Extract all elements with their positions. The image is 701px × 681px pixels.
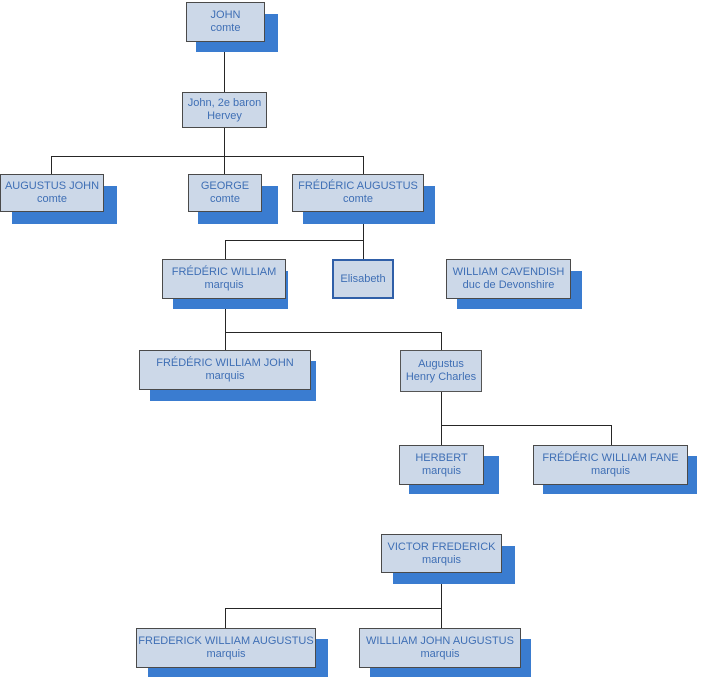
- connector-to-augustus-hc: [441, 332, 442, 350]
- connector-to-frederic-augustus: [363, 156, 364, 174]
- connector-to-herbert: [441, 425, 442, 445]
- node-elisabeth[interactable]: Elisabeth: [332, 259, 394, 299]
- node-frederic-william[interactable]: FRÉDÉRIC WILLIAM marquis: [162, 259, 286, 299]
- node-elisabeth-name: Elisabeth: [340, 272, 386, 285]
- node-frederic-augustus-title: comte: [343, 193, 373, 205]
- node-herbert[interactable]: HERBERT marquis: [399, 445, 484, 485]
- node-john-title: comte: [210, 22, 241, 34]
- connector-gen4-bar: [225, 332, 441, 333]
- node-frederic-william-fane-title: marquis: [590, 465, 631, 477]
- node-frederic-augustus-name: FRÉDÉRIC AUGUSTUS: [298, 180, 418, 193]
- connector-augustus-hc-down: [441, 392, 442, 425]
- node-victor-frederick-name: VICTOR FREDERICK: [387, 540, 496, 553]
- node-frederic-william-title: marquis: [204, 279, 244, 291]
- node-frederick-william-augustus-title: marquis: [206, 648, 246, 660]
- connector-john2e-down: [224, 128, 225, 156]
- connector-to-wja: [441, 608, 442, 628]
- connector-gen2-bar: [51, 156, 364, 157]
- node-william-cavendish-title: duc de Devonshire: [462, 279, 555, 291]
- connector-to-elisabeth: [363, 240, 364, 259]
- node-george-title: comte: [210, 193, 240, 205]
- node-augustus-henry-charles-title: Henry Charles: [405, 371, 477, 383]
- connector-to-fwa: [225, 608, 226, 628]
- node-frederick-william-augustus-name: FREDERICK WILLIAM AUGUSTUS: [138, 635, 314, 648]
- node-frederic-william-john-title: marquis: [205, 370, 245, 382]
- connector-to-fwj: [225, 332, 226, 350]
- node-john-2e-baron[interactable]: John, 2e baron Hervey: [182, 92, 267, 128]
- node-augustus-henry-charles-name: Augustus: [418, 358, 464, 371]
- node-john-2e-baron-name: John, 2e baron: [187, 97, 262, 110]
- connector-to-augustus-john: [51, 156, 52, 174]
- node-herbert-title: marquis: [421, 465, 462, 477]
- node-willliam-john-augustus[interactable]: WILLLIAM JOHN AUGUSTUS marquis: [359, 628, 521, 668]
- connector-john-to-john2e: [224, 42, 225, 92]
- connector-frederic-augustus-down: [363, 212, 364, 240]
- node-augustus-john-name: AUGUSTUS JOHN: [4, 180, 100, 193]
- connector-to-frederic-william: [225, 240, 226, 259]
- connector-gen3-bar: [225, 240, 364, 241]
- node-george-name: GEORGE: [200, 180, 250, 193]
- node-john[interactable]: JOHN comte: [186, 2, 265, 42]
- node-augustus-john[interactable]: AUGUSTUS JOHN comte: [0, 174, 104, 212]
- node-john-name: JOHN: [210, 9, 241, 22]
- node-frederic-william-john-name: FRÉDÉRIC WILLIAM JOHN: [156, 357, 294, 370]
- node-willliam-john-augustus-name: WILLLIAM JOHN AUGUSTUS: [366, 635, 514, 648]
- node-frederic-william-name: FRÉDÉRIC WILLIAM: [171, 266, 277, 279]
- connector-frederic-william-down: [225, 300, 226, 332]
- connector-victor-down: [441, 573, 442, 608]
- node-william-cavendish[interactable]: WILLIAM CAVENDISH duc de Devonshire: [446, 259, 571, 299]
- node-frederic-augustus[interactable]: FRÉDÉRIC AUGUSTUS comte: [292, 174, 424, 212]
- node-herbert-name: HERBERT: [415, 452, 468, 465]
- node-victor-frederick-title: marquis: [421, 553, 462, 566]
- node-augustus-john-title: comte: [37, 193, 67, 205]
- node-willliam-john-augustus-title: marquis: [420, 648, 460, 660]
- connector-to-fwf: [611, 425, 612, 445]
- node-frederic-william-john[interactable]: FRÉDÉRIC WILLIAM JOHN marquis: [139, 350, 311, 390]
- node-george[interactable]: GEORGE comte: [188, 174, 262, 212]
- node-william-cavendish-name: WILLIAM CAVENDISH: [452, 266, 565, 279]
- connector-gen7-bar: [225, 608, 441, 609]
- node-frederic-william-fane-name: FRÉDÉRIC WILLIAM FANE: [542, 452, 679, 465]
- connector-gen5-bar: [441, 425, 611, 426]
- connector-to-george: [224, 156, 225, 174]
- node-frederic-william-fane[interactable]: FRÉDÉRIC WILLIAM FANE marquis: [533, 445, 688, 485]
- node-john-2e-baron-title: Hervey: [207, 110, 242, 122]
- node-augustus-henry-charles[interactable]: Augustus Henry Charles: [400, 350, 482, 392]
- node-frederick-william-augustus[interactable]: FREDERICK WILLIAM AUGUSTUS marquis: [136, 628, 316, 668]
- node-victor-frederick[interactable]: VICTOR FREDERICK marquis: [381, 534, 502, 573]
